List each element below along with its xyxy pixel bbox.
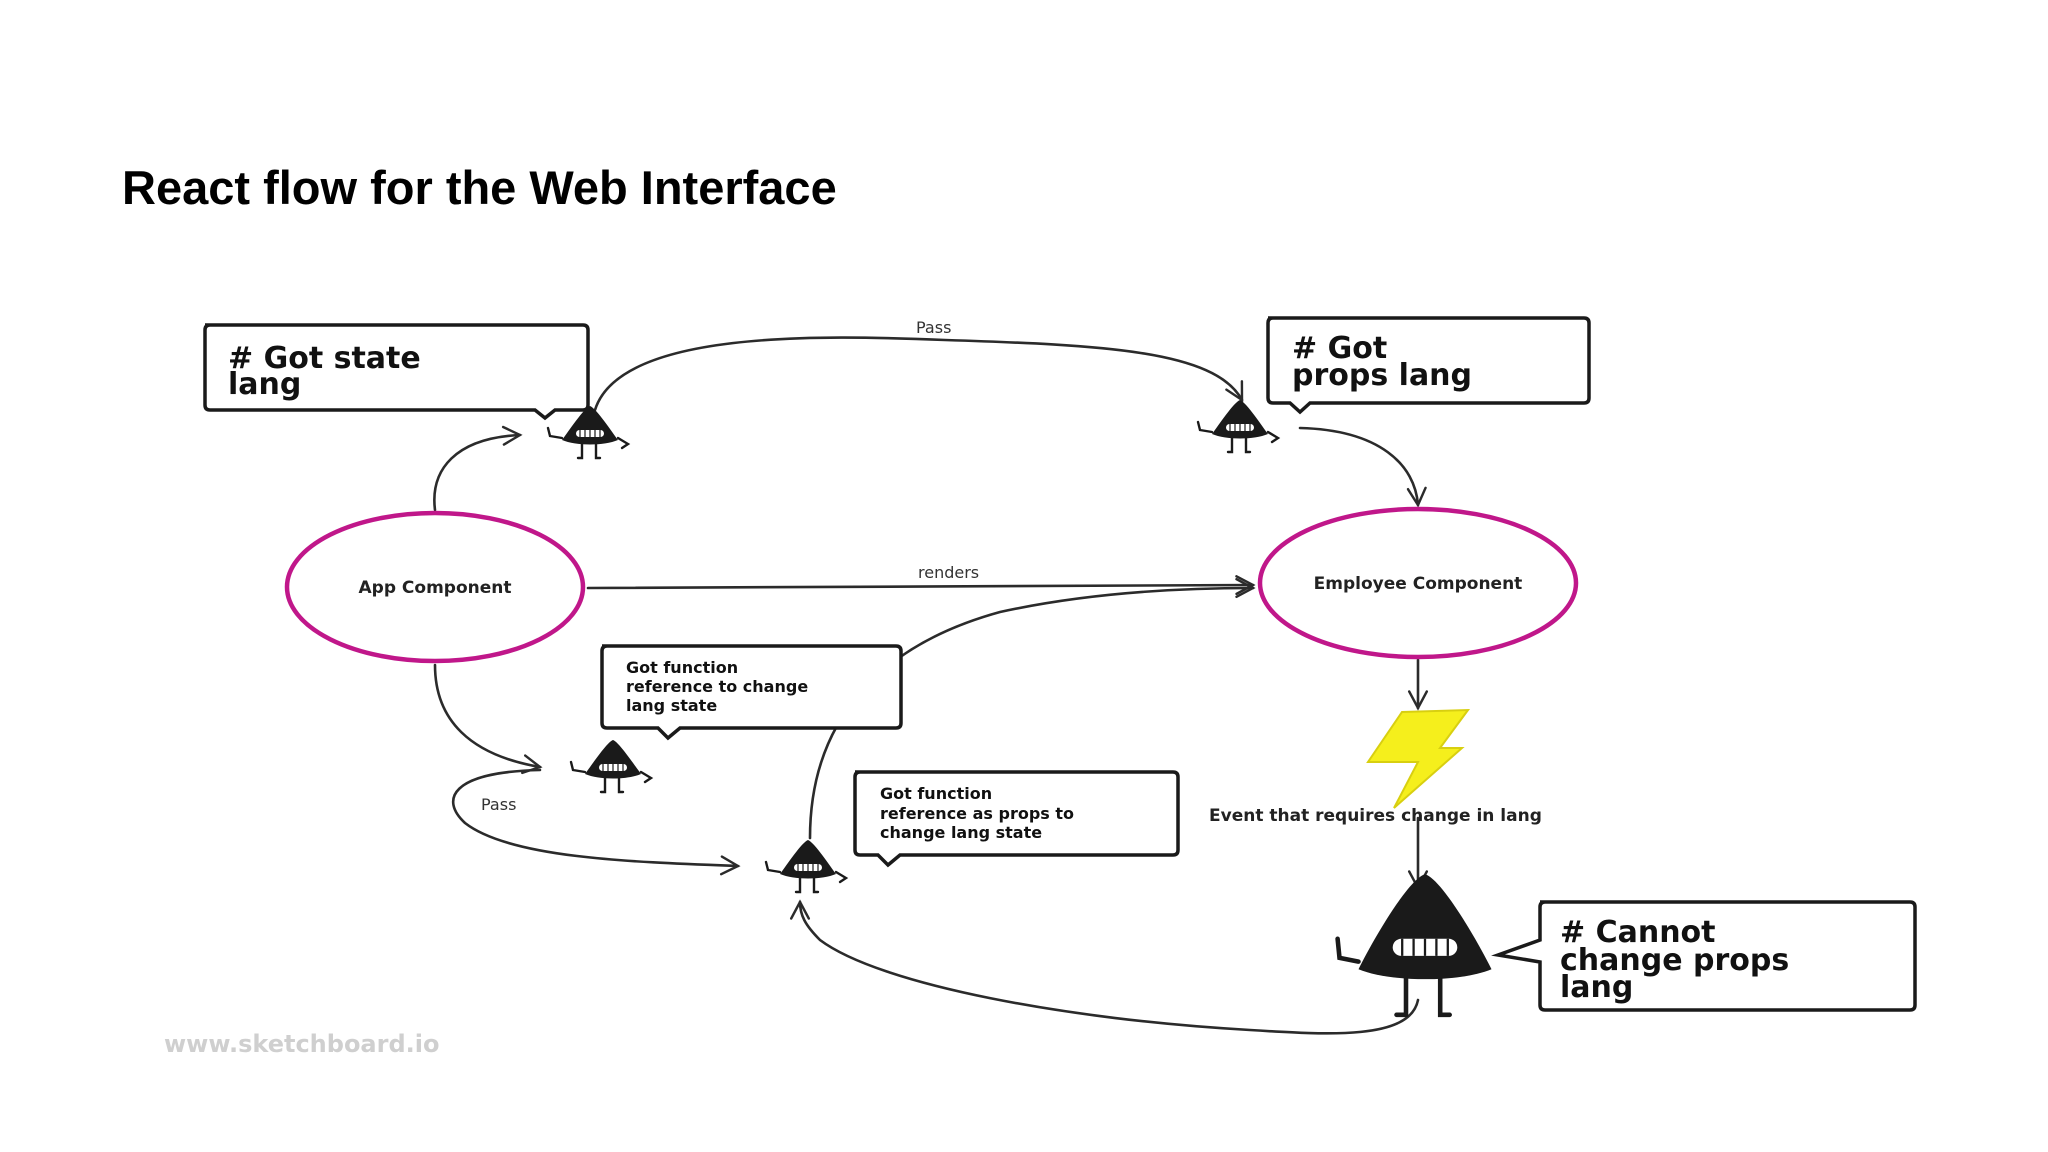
bubble-cannot-change-line3: lang — [1560, 970, 1633, 1005]
bubble-got-state-line2: lang — [228, 367, 301, 402]
mascot-got-props — [1196, 398, 1280, 454]
bubble-got-function-line2: reference to change — [626, 677, 808, 696]
page-title: React flow for the Web Interface — [122, 161, 837, 214]
edge-pass-top — [593, 336, 1244, 412]
edge-label-pass-bottom: Pass — [481, 795, 516, 814]
bubble-got-function-line3: lang state — [626, 696, 717, 715]
bubble-got-function-props-line3: change lang state — [880, 823, 1042, 842]
bubble-got-function-line1: Got function — [626, 658, 738, 677]
edge-pass-bottom — [451, 768, 741, 876]
edge-mascot4-to-employee — [808, 577, 1256, 840]
bubble-got-props-line2: props lang — [1292, 358, 1472, 393]
app-component-node: App Component — [284, 510, 586, 664]
event-label: Event that requires change in lang — [1209, 806, 1542, 826]
edge-label-pass-top: Pass — [916, 318, 951, 337]
mascot-got-function — [569, 738, 653, 794]
mascot-cannot-change — [1335, 874, 1492, 1018]
app-component-label: App Component — [359, 578, 512, 598]
bubble-got-state: # Got state lang — [203, 323, 590, 421]
watermark: www.sketchboard.io — [164, 1030, 439, 1058]
mascot-got-state — [546, 404, 630, 460]
bubble-got-function-props: Got function reference as props to chang… — [853, 770, 1180, 868]
bubble-got-state-line1: # Got state — [228, 341, 421, 376]
edge-renders — [586, 575, 1256, 596]
bubble-got-function-props-line1: Got function — [880, 784, 992, 803]
bubble-got-props: # Got props lang — [1266, 316, 1591, 415]
employee-component-node: Employee Component — [1257, 506, 1579, 660]
employee-component-label: Employee Component — [1314, 574, 1523, 594]
bubble-cannot-change-line2: change props — [1560, 943, 1789, 978]
bubble-cannot-change: # Cannot change props lang — [1491, 900, 1917, 1012]
bubble-got-function-props-line2: reference as props to — [880, 804, 1074, 823]
edge-mascot5-to-mascot4 — [789, 899, 1420, 1035]
edge-label-renders: renders — [918, 563, 979, 582]
edge-app-to-mascot3 — [433, 663, 543, 775]
mascot-got-function-props — [764, 838, 848, 894]
edge-mascot2-to-employee — [1298, 426, 1427, 508]
lightning-bolt-icon — [1366, 708, 1471, 809]
bubble-cannot-change-line1: # Cannot — [1560, 915, 1716, 950]
edge-app-to-mascot1 — [433, 425, 523, 512]
bubble-got-function: Got function reference to change lang st… — [600, 644, 903, 741]
bubble-got-props-line1: # Got — [1292, 331, 1387, 366]
